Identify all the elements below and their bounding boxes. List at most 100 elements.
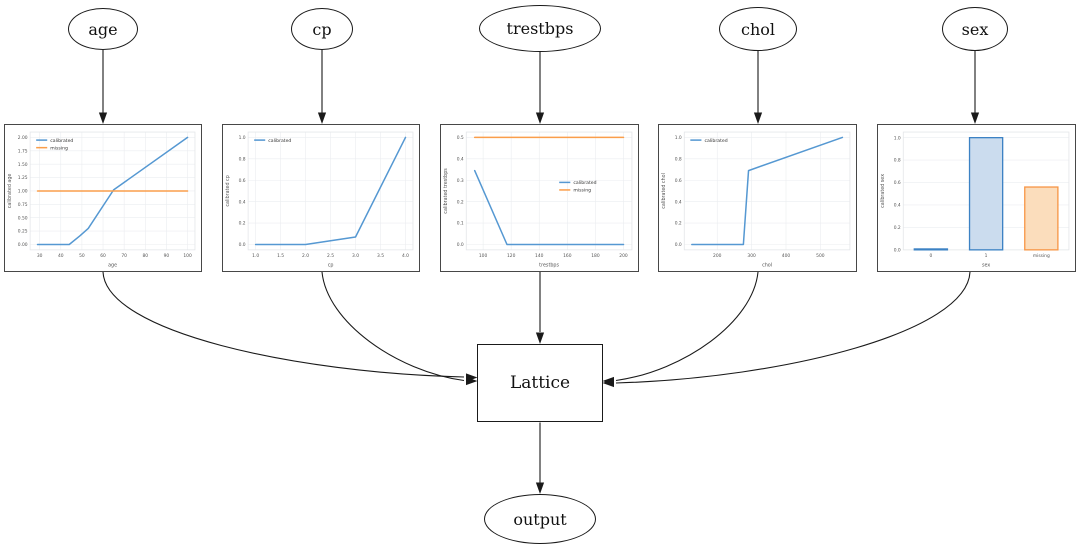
edge-trestbps-to-lattice-arrowhead — [535, 332, 545, 344]
svg-text:1.75: 1.75 — [18, 148, 28, 154]
lattice-node-label: Lattice — [509, 373, 571, 393]
edge-cp-to-chart-arrowhead — [317, 112, 327, 124]
svg-text:sex: sex — [982, 263, 990, 268]
svg-text:200: 200 — [619, 253, 628, 259]
svg-text:cp: cp — [328, 263, 334, 268]
svg-text:120: 120 — [507, 253, 516, 259]
svg-text:trestbps: trestbps — [539, 262, 559, 268]
edge-age-to-lattice — [102, 271, 465, 378]
series-calibrated — [473, 169, 625, 246]
svg-text:calibrated: calibrated — [268, 138, 291, 144]
lattice-node: Lattice — [477, 344, 603, 422]
svg-text:0.5: 0.5 — [457, 135, 464, 141]
svg-text:2.5: 2.5 — [327, 253, 334, 259]
svg-text:0.4: 0.4 — [239, 199, 246, 205]
bar-missing — [1024, 186, 1059, 251]
svg-text:0.75: 0.75 — [18, 202, 28, 208]
svg-text:0.0: 0.0 — [675, 242, 682, 248]
svg-text:0: 0 — [929, 253, 932, 259]
edge-sex-to-chart-arrowhead — [970, 112, 980, 124]
edge-chol-to-lattice — [615, 271, 759, 382]
edge-trestbps-to-chart-arrowhead — [535, 112, 545, 124]
svg-text:70: 70 — [121, 253, 127, 259]
svg-text:160: 160 — [563, 253, 572, 259]
svg-text:40: 40 — [58, 253, 64, 259]
svg-text:0.4: 0.4 — [894, 203, 901, 209]
svg-text:0.25: 0.25 — [18, 229, 28, 235]
svg-text:0.6: 0.6 — [894, 180, 901, 186]
svg-text:0.8: 0.8 — [894, 158, 901, 164]
svg-text:1.0: 1.0 — [252, 253, 259, 259]
svg-text:0.0: 0.0 — [239, 242, 246, 248]
svg-text:calibrated: calibrated — [573, 180, 596, 186]
svg-text:calibrated cp: calibrated cp — [225, 175, 231, 206]
svg-text:140: 140 — [535, 253, 544, 259]
svg-text:chol: chol — [762, 262, 772, 268]
svg-text:2.00: 2.00 — [18, 135, 28, 141]
svg-text:0.0: 0.0 — [457, 242, 464, 248]
svg-text:0.2: 0.2 — [675, 221, 682, 227]
svg-text:0.4: 0.4 — [457, 156, 464, 162]
input-node-cp-label: cp — [312, 19, 332, 39]
svg-text:0.1: 0.1 — [457, 221, 464, 227]
input-node-sex-label: sex — [961, 19, 989, 39]
input-node-chol-label: chol — [740, 19, 775, 39]
svg-text:0.6: 0.6 — [675, 178, 682, 184]
svg-text:0.2: 0.2 — [457, 199, 464, 205]
chart-svg-cp: 0.0 0.2 0.4 0.6 0.8 1.0 1.0 1.5 2.0 2.5 3.0 3.5 4.0 c… — [225, 131, 414, 268]
input-node-age-label: age — [88, 19, 118, 39]
svg-text:3.0: 3.0 — [352, 253, 359, 259]
svg-text:200: 200 — [713, 253, 722, 259]
svg-text:90: 90 — [164, 253, 170, 259]
svg-text:0.2: 0.2 — [894, 225, 901, 231]
svg-text:calibrated chol: calibrated chol — [661, 173, 667, 209]
svg-text:50: 50 — [79, 253, 85, 259]
svg-text:calibrated trestbps: calibrated trestbps — [443, 168, 449, 214]
edge-sex-to-lattice — [615, 271, 971, 384]
svg-text:400: 400 — [782, 253, 791, 259]
svg-text:0.8: 0.8 — [239, 156, 246, 162]
svg-text:1: 1 — [985, 253, 988, 259]
svg-text:1.5: 1.5 — [277, 253, 284, 259]
input-node-sex: sex — [942, 7, 1008, 51]
svg-text:1.0: 1.0 — [239, 135, 246, 141]
svg-text:calibrated sex: calibrated sex — [880, 174, 886, 208]
svg-text:missing: missing — [573, 188, 591, 194]
svg-text:calibrated: calibrated — [704, 138, 727, 144]
svg-text:0.4: 0.4 — [675, 199, 682, 205]
edge-chol-to-chart-arrowhead — [753, 112, 763, 124]
svg-text:80: 80 — [143, 253, 149, 259]
series-calibrated — [36, 136, 189, 246]
edge-cp-to-lattice-arrowhead — [466, 376, 478, 386]
svg-text:3.5: 3.5 — [377, 253, 384, 259]
svg-text:2.0: 2.0 — [302, 253, 309, 259]
svg-text:1.0: 1.0 — [894, 135, 901, 141]
bar-0 — [913, 248, 949, 251]
svg-text:calibrated: calibrated — [50, 138, 73, 144]
svg-text:1.50: 1.50 — [18, 162, 28, 168]
input-node-chol: chol — [719, 7, 797, 51]
svg-text:60: 60 — [100, 253, 106, 259]
input-node-cp: cp — [291, 8, 353, 50]
output-node-label: output — [513, 509, 567, 529]
svg-text:0.6: 0.6 — [239, 178, 246, 184]
svg-text:1.25: 1.25 — [18, 175, 28, 181]
svg-text:4.0: 4.0 — [402, 253, 409, 259]
series-calibrated — [254, 136, 407, 246]
svg-text:0.0: 0.0 — [894, 247, 901, 253]
svg-text:500: 500 — [816, 253, 825, 259]
bar-1 — [968, 137, 1004, 251]
svg-text:1.00: 1.00 — [18, 189, 28, 195]
svg-text:missing: missing — [50, 145, 68, 151]
svg-text:0.8: 0.8 — [675, 156, 682, 162]
svg-text:0.2: 0.2 — [239, 221, 246, 227]
calibration-chart-cp: 0.0 0.2 0.4 0.6 0.8 1.0 1.0 1.5 2.0 2.5 3.0 3.5 4.0 c… — [222, 124, 420, 272]
svg-text:100: 100 — [479, 253, 488, 259]
